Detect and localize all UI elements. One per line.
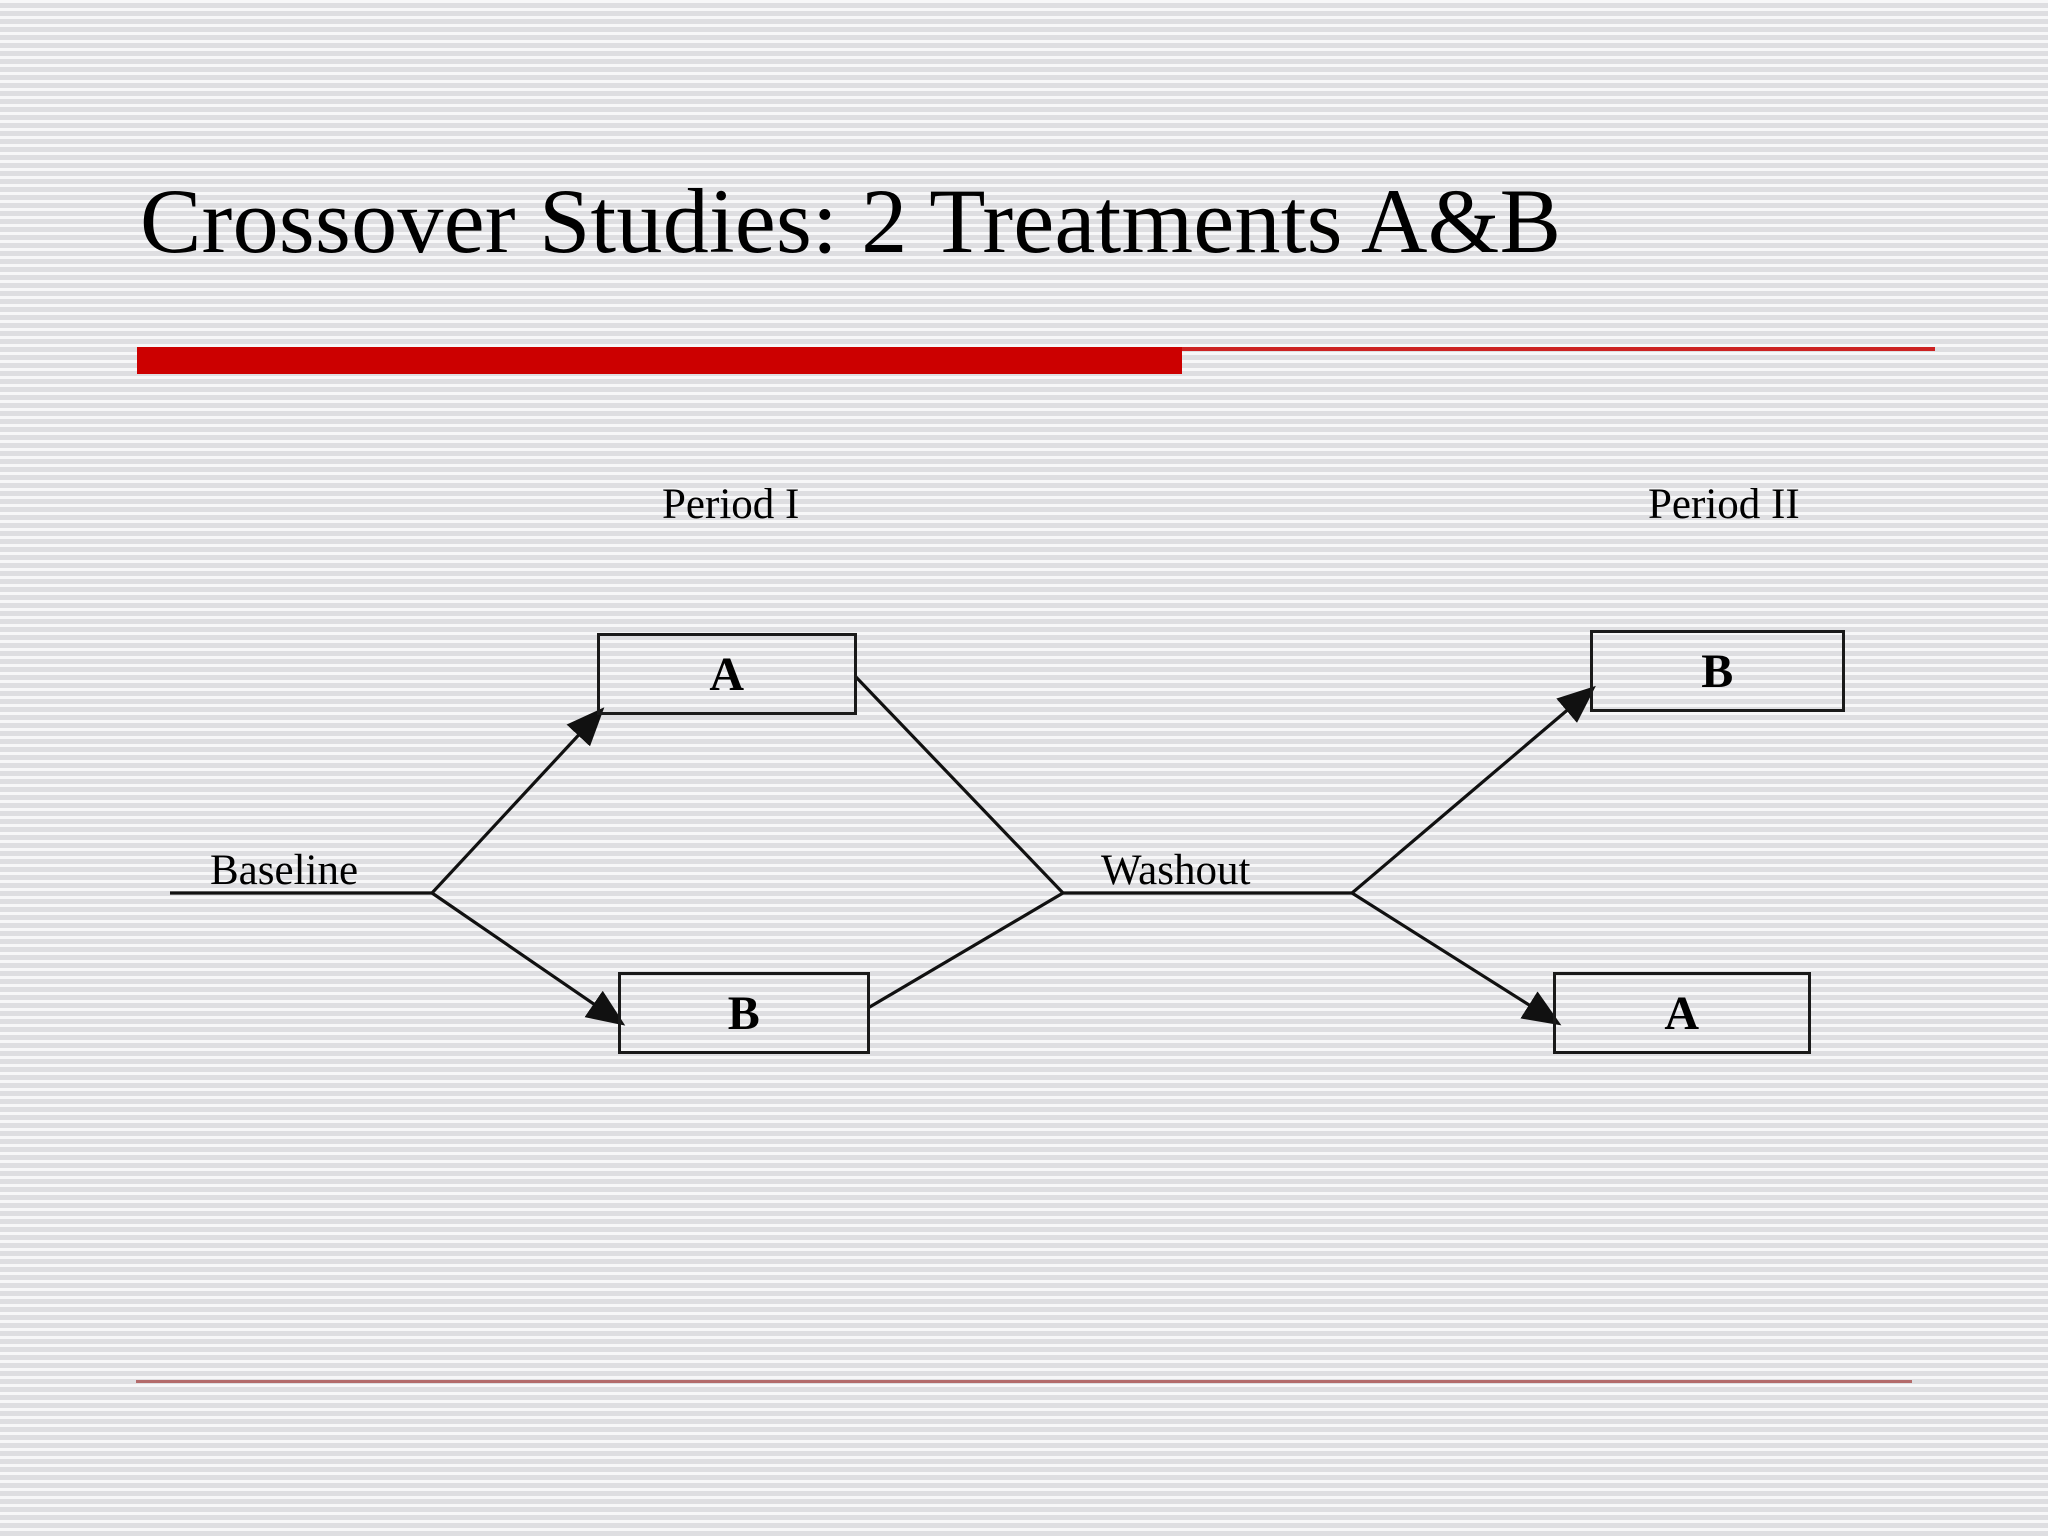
footer-rule (136, 1380, 1912, 1383)
edge-a-to-washout (853, 674, 1065, 895)
treatment-box-period1-upper: A (597, 633, 857, 715)
edge-baseline-to-b (431, 891, 626, 1026)
edge-baseline-to-a (430, 707, 605, 895)
treatment-box-period1-lower: B (618, 972, 870, 1054)
period-2-heading: Period II (1648, 481, 1800, 528)
period-1-heading: Period I (662, 481, 800, 528)
edge-b-to-washout (867, 891, 1064, 1010)
washout-label: Washout (1101, 847, 1251, 894)
treatment-box-period2-upper: B (1590, 630, 1845, 712)
edge-washout-to-a (1351, 891, 1562, 1026)
edge-washout-to-b (1350, 685, 1596, 895)
treatment-box-period2-lower: A (1553, 972, 1811, 1054)
page-title: Crossover Studies: 2 Treatments A&B (140, 170, 1562, 272)
title-rule-accent (137, 347, 1182, 374)
baseline-label: Baseline (210, 847, 359, 894)
